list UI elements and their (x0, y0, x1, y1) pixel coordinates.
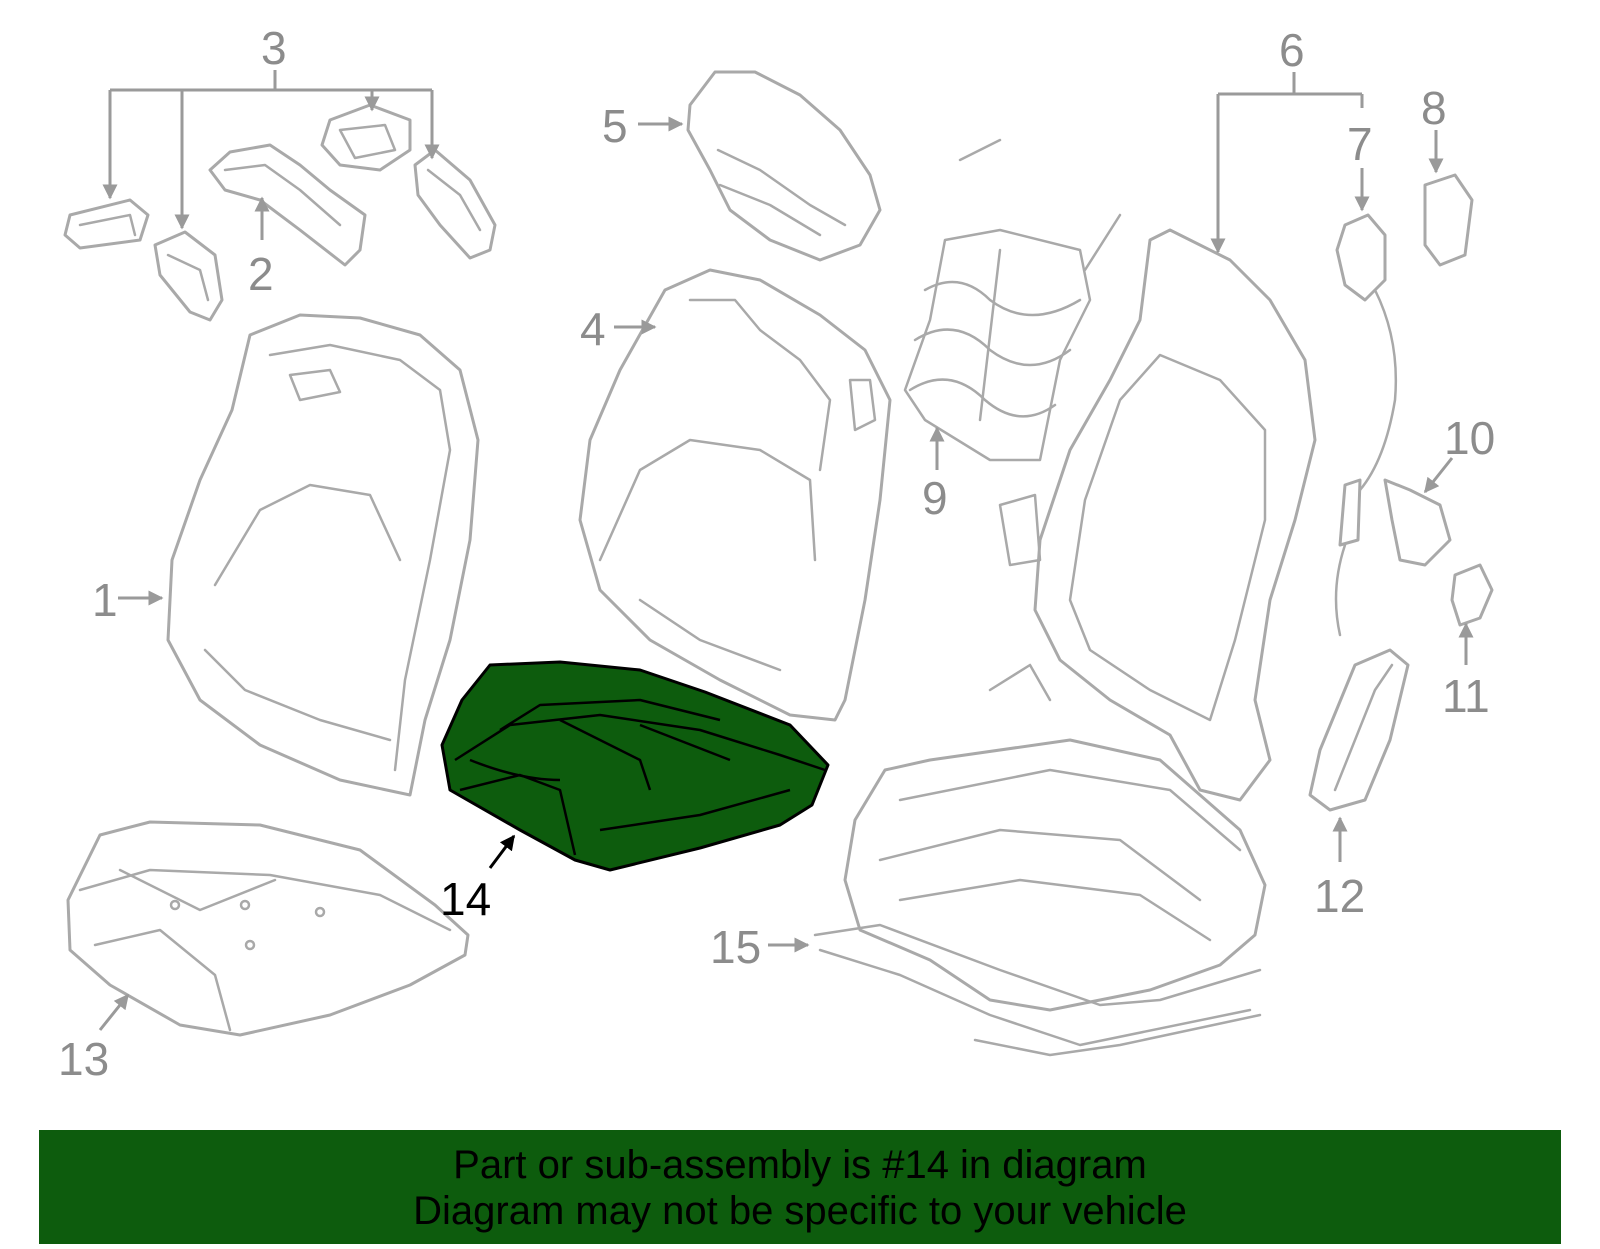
callout-9: 9 (922, 472, 948, 524)
part-8-bezel (1423, 173, 1474, 267)
leader-lines (98, 70, 1474, 1031)
part-9-spring-mat (903, 138, 1122, 462)
part-3-trim-pieces (63, 103, 497, 322)
part-7-cable (1334, 213, 1398, 637)
part-2-trim-panel (208, 143, 367, 267)
callout-6: 6 (1279, 24, 1305, 76)
parts-diagram: 3 2 5 4 1 9 6 7 8 10 11 12 13 15 14 (58, 22, 1495, 1085)
part-14-cushion-pad-highlighted (440, 660, 830, 872)
part-4-seatback-pad (578, 268, 892, 722)
callout-15: 15 (710, 921, 761, 973)
callout-8: 8 (1421, 82, 1447, 134)
callout-1: 1 (92, 574, 118, 626)
part-6-seatback-frame (988, 228, 1317, 802)
callout-3: 3 (261, 22, 287, 74)
callout-7: 7 (1347, 118, 1373, 170)
callout-13: 13 (58, 1033, 109, 1085)
part-15-seat-track (813, 738, 1267, 1057)
banner-line-2: Diagram may not be specific to your vehi… (413, 1189, 1187, 1233)
part-5-headrest (686, 70, 882, 262)
part-11-knob (1450, 563, 1494, 627)
part-1-seatback-cover (166, 313, 480, 797)
callout-2: 2 (248, 248, 274, 300)
callout-4: 4 (580, 303, 606, 355)
info-banner: Part or sub-assembly is #14 in diagram D… (39, 1130, 1561, 1244)
callout-11: 11 (1442, 670, 1490, 722)
part-12-side-airbag (1308, 648, 1410, 812)
part-10-bracket (1383, 478, 1452, 567)
callout-14: 14 (440, 873, 491, 925)
callout-12: 12 (1314, 870, 1365, 922)
banner-line-1: Part or sub-assembly is #14 in diagram (453, 1143, 1147, 1187)
callout-10: 10 (1444, 412, 1495, 464)
callout-labels: 3 2 5 4 1 9 6 7 8 10 11 12 13 15 14 (58, 22, 1495, 1085)
part-13-cushion-cover (66, 820, 470, 1037)
callout-5: 5 (602, 100, 628, 152)
